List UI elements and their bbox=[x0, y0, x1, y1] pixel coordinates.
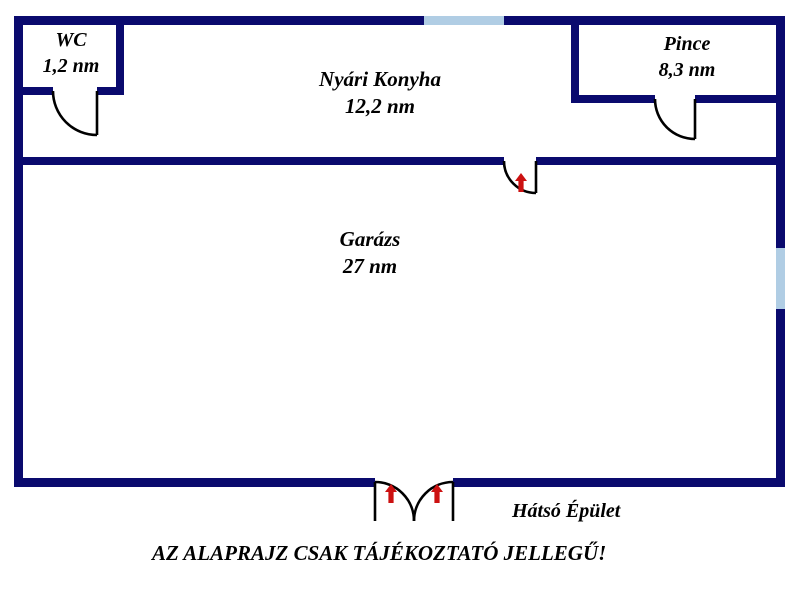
door-direction-arrow-entry-2 bbox=[431, 484, 443, 503]
wall-outer-bottom-left bbox=[14, 478, 375, 487]
wall-pince-bottom-right bbox=[695, 95, 785, 103]
room-name-garazs: Garázs bbox=[339, 227, 401, 251]
pince-door bbox=[653, 98, 697, 141]
wall-outer-bottom-right bbox=[453, 478, 785, 487]
wall-pince-bottom-left bbox=[571, 95, 655, 103]
room-name-wc: WC bbox=[55, 29, 87, 51]
window-right bbox=[776, 248, 785, 309]
room-area-garazs: 27 nm bbox=[342, 253, 398, 278]
door-direction-arrow-garazs bbox=[515, 173, 527, 192]
room-area-nyari-konyha: 12,2 nm bbox=[344, 93, 415, 118]
disclaimer-note: AZ ALAPRAJZ CSAK TÁJÉKOZTATÓ JELLEGŰ! bbox=[152, 541, 607, 565]
wall-outer-left bbox=[14, 16, 23, 487]
room-label-pince: Pince 8,3 nm bbox=[592, 32, 782, 83]
entry-door-2 bbox=[412, 480, 455, 522]
room-label-nyari-konyha: Nyári Konyha 12,2 nm bbox=[230, 66, 530, 120]
room-name-pince: Pince bbox=[663, 33, 711, 55]
wall-outer-right-upper bbox=[776, 16, 785, 248]
wall-partition-garage-right bbox=[536, 157, 785, 165]
building-label: Hátsó Épület bbox=[512, 500, 621, 522]
wc-door bbox=[51, 90, 99, 137]
wall-partition-garage-left bbox=[14, 157, 504, 165]
room-label-wc: WC 1,2 nm bbox=[18, 28, 124, 79]
entry-door-1 bbox=[373, 480, 416, 522]
room-area-wc: 1,2 nm bbox=[42, 54, 100, 77]
garazs-door bbox=[502, 160, 538, 195]
wall-wc-right bbox=[116, 16, 124, 95]
door-direction-arrow-entry-1 bbox=[385, 484, 397, 503]
wall-wc-bottom-left bbox=[14, 87, 53, 95]
window-top bbox=[424, 16, 504, 25]
wall-wc-bottom-right bbox=[97, 87, 124, 95]
wall-outer-top-right bbox=[504, 16, 785, 25]
room-name-nyari-konyha: Nyári Konyha bbox=[319, 67, 441, 91]
room-area-pince: 8,3 nm bbox=[658, 58, 716, 81]
wall-outer-right-lower bbox=[776, 309, 785, 487]
wall-outer-top-left bbox=[14, 16, 424, 25]
wall-pince-left bbox=[571, 16, 579, 103]
room-label-garazs: Garázs 27 nm bbox=[270, 226, 470, 280]
